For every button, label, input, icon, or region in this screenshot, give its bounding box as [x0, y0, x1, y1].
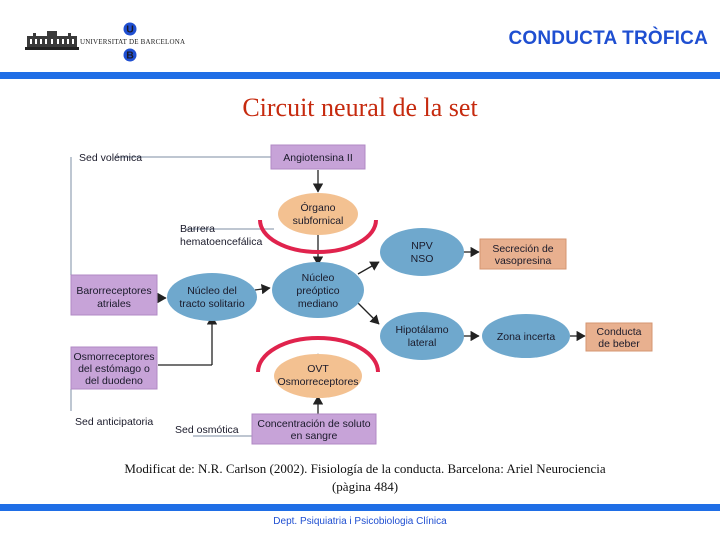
box-osmorreceptores-label-2: del estómago o: [78, 363, 150, 375]
section-title: CONDUCTA TRÒFICA: [508, 28, 708, 49]
box-conducta-label-2: de beber: [598, 338, 640, 350]
node-ovt-label-1: OVT: [307, 363, 329, 375]
box-concentracion-label-2: en sangre: [291, 430, 338, 442]
box-concentracion-label-1: Concentración de soluto: [257, 418, 370, 430]
logo-u-circle: [123, 22, 137, 36]
logo-b-circle: [123, 48, 137, 62]
node-preoptico-label-2: preóptico: [296, 285, 339, 297]
node-npv-label-1: NPV: [411, 240, 433, 252]
university-building-icon: U B: [25, 22, 137, 62]
box-barorreceptores: Barorreceptores atriales: [70, 274, 158, 316]
caption-line-2: (pàgina 484): [331, 479, 399, 494]
node-preoptico-label-1: Núcleo: [302, 272, 335, 284]
node-zona-incerta: Zona incerta: [482, 314, 570, 358]
node-hipotalamo-lateral: Hipotálamo lateral: [380, 312, 464, 360]
node-nucleo-preoptico: Núcleo preóptico mediano: [272, 262, 364, 318]
node-zona-incerta-label: Zona incerta: [497, 331, 556, 343]
box-osmorreceptores-label-3: del duodeno: [85, 375, 143, 387]
box-angiotensina: Angiotensina II: [270, 144, 366, 170]
node-nucleo-tracto-solitario: Núcleo del tracto solitario: [167, 273, 257, 321]
logo-u-letter: U: [126, 24, 134, 36]
label-barrera-1: Barrera: [180, 223, 215, 235]
node-organo-label-1: Órgano: [300, 201, 335, 214]
caption-line-1: Modificat de: N.R. Carlson (2002). Fisio…: [124, 461, 606, 476]
node-ovt: OVT Osmorreceptores: [274, 354, 362, 398]
footer-divider: [0, 504, 720, 511]
figure-caption: Modificat de: N.R. Carlson (2002). Fisio…: [90, 460, 640, 496]
barrier-arc-top: [258, 219, 378, 254]
node-nucleo-tracto-label-2: tracto solitario: [179, 298, 245, 310]
thirst-circuit-diagram: Angiotensina II Barorreceptores atriales…: [60, 140, 660, 450]
node-preoptico-label-3: mediano: [298, 298, 338, 310]
node-organo-label-2: subfornical: [293, 215, 344, 227]
box-barorreceptores-label-1: Barorreceptores: [76, 285, 151, 297]
box-secrecion-label-2: vasopresina: [495, 255, 552, 267]
box-angiotensina-label: Angiotensina II: [283, 152, 352, 164]
node-organo-subfornical: Órgano subfornical: [278, 193, 358, 235]
node-nucleo-tracto-label-1: Núcleo del: [187, 285, 237, 297]
label-sed-osmotica: Sed osmótica: [175, 424, 239, 436]
university-logo: U B: [25, 22, 185, 64]
node-ovt-label-2: Osmorreceptores: [277, 376, 358, 388]
gray-connectors: [70, 156, 274, 437]
node-hipotalamo-label-1: Hipotálamo: [395, 324, 448, 336]
box-conducta-label-1: Conducta: [597, 326, 642, 338]
box-osmorreceptores: Osmorreceptores del estómago o del duode…: [70, 346, 158, 390]
label-sed-anticipatoria: Sed anticipatoria: [75, 416, 153, 428]
barrier-arc-bottom: [256, 336, 380, 373]
box-secrecion: Secreción de vasopresina: [479, 238, 567, 270]
label-sed-volemica: Sed volémica: [79, 152, 142, 164]
slide-title: Circuit neural de la set: [242, 93, 478, 122]
box-secrecion-label-1: Secreción de: [492, 243, 553, 255]
box-concentracion: Concentración de soluto en sangre: [251, 413, 377, 445]
node-npv-label-2: NSO: [411, 253, 434, 265]
university-name: UNIVERSITAT DE BARCELONA: [80, 38, 186, 46]
node-npv-nso: NPV NSO: [380, 228, 464, 276]
logo-b-letter: B: [126, 50, 134, 62]
box-barorreceptores-label-2: atriales: [97, 298, 131, 310]
footer-department: Dept. Psiquiatria i Psicobiologia Clínic…: [273, 516, 447, 527]
node-hipotalamo-label-2: lateral: [408, 337, 437, 349]
box-osmorreceptores-label-1: Osmorreceptores: [73, 351, 154, 363]
label-barrera-2: hematoencefálica: [180, 236, 262, 248]
box-conducta: Conducta de beber: [585, 322, 653, 352]
header-divider: [0, 72, 720, 79]
